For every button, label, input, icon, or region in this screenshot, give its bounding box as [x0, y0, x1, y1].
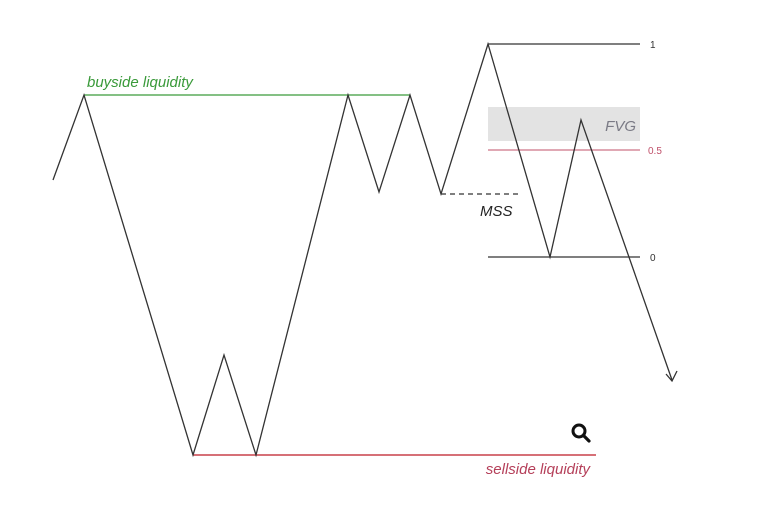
sellside-liquidity-label: sellside liquidity: [486, 461, 592, 478]
magnifier-icon[interactable]: [571, 423, 591, 443]
fvg-label: FVG: [605, 118, 636, 135]
fvg-box: [488, 107, 640, 141]
price-path: [52, 41, 673, 458]
fib-level-1-label: 1: [650, 40, 656, 51]
arrow-head-icon: [665, 370, 678, 383]
fib-level-05-label: 0.5: [648, 146, 662, 157]
fib-level-0-label: 0: [650, 253, 656, 264]
mss-label: MSS: [480, 203, 513, 220]
buyside-liquidity-label: buyside liquidity: [87, 74, 194, 91]
